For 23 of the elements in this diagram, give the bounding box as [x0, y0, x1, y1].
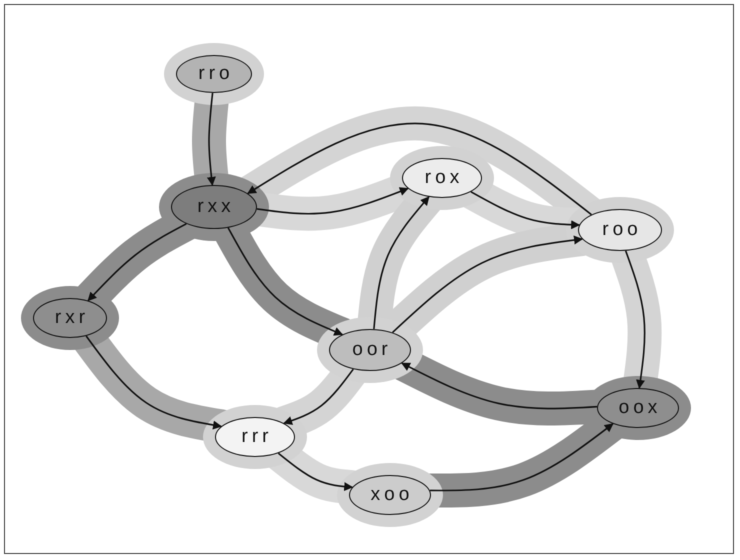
state-label: roo [601, 219, 642, 241]
arrow [278, 452, 354, 492]
arrow [227, 227, 344, 336]
arrow [206, 92, 216, 186]
arrow [373, 196, 430, 330]
state-label: rrr [240, 426, 272, 448]
arrow [86, 336, 222, 430]
arrow [88, 223, 187, 302]
state-label: rox [424, 167, 464, 189]
arrow [430, 423, 614, 492]
state-label: oor [351, 339, 392, 361]
arrow [283, 368, 354, 425]
state-label: xoo [370, 484, 414, 506]
arrow [392, 236, 583, 334]
state-label: rro [197, 63, 234, 85]
state-label: rxx [196, 196, 235, 218]
arrow [401, 362, 598, 410]
state-label: rxr [54, 307, 90, 329]
arrow [247, 122, 592, 216]
arrow [624, 250, 646, 389]
arrow [470, 191, 580, 230]
arrow [256, 187, 409, 215]
state-label: oox [618, 397, 662, 419]
